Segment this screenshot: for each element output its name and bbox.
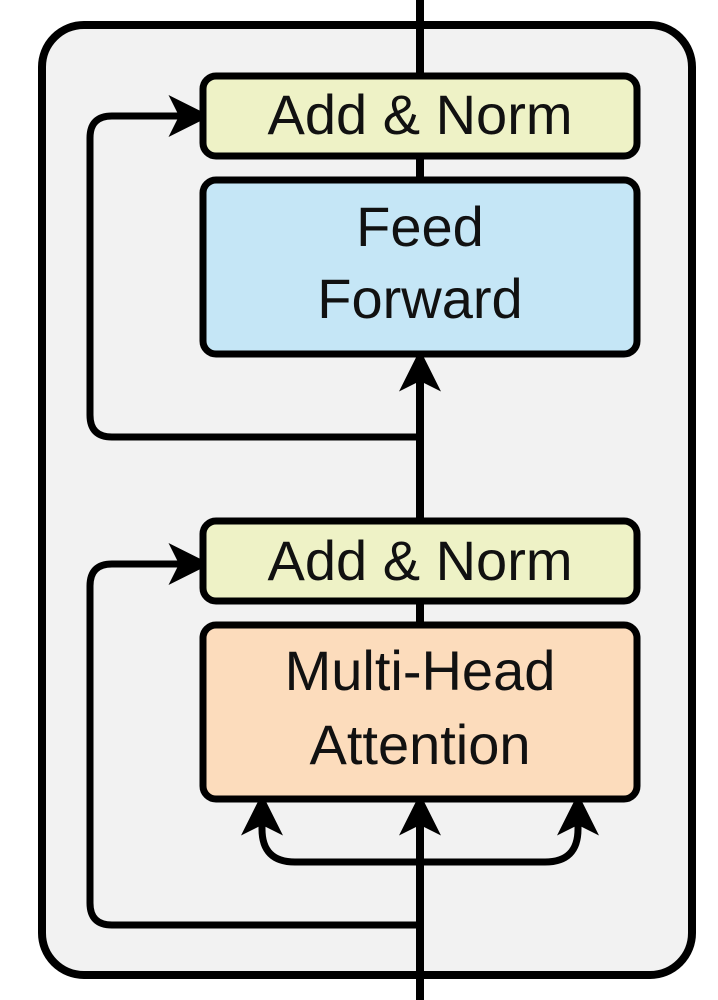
multi-head-attention-label-line-2: Attention xyxy=(309,713,530,776)
feed-forward-label-line-2: Forward xyxy=(317,267,522,330)
add-norm-top-label: Add & Norm xyxy=(268,83,573,146)
attention-input-branch-left xyxy=(241,793,420,866)
feed-forward-block: Feed Forward xyxy=(199,176,641,358)
residual-connection-bottom xyxy=(86,543,420,929)
add-norm-block-bottom: Add & Norm xyxy=(199,517,641,605)
add-norm-bottom-label: Add & Norm xyxy=(268,529,573,592)
attention-input-branch-right xyxy=(420,793,599,866)
residual-connection-top xyxy=(86,95,420,441)
feed-forward-label-line-1: Feed xyxy=(356,195,484,258)
multi-head-attention-label-line-1: Multi-Head xyxy=(285,639,556,702)
multi-head-attention-block: Multi-Head Attention xyxy=(199,621,641,803)
add-norm-block-top: Add & Norm xyxy=(199,72,641,160)
layer-container xyxy=(38,21,696,979)
